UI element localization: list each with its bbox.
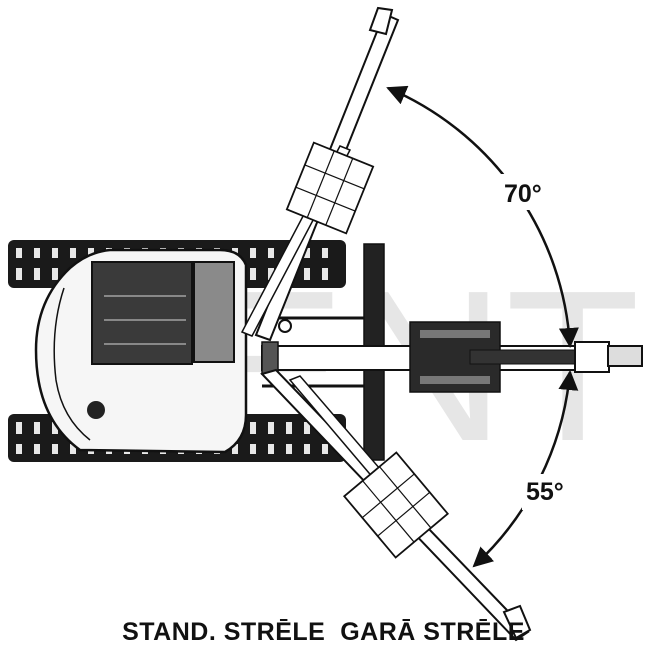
angle-label-lower: 55°: [526, 478, 564, 506]
upper-structure: [34, 248, 248, 454]
caption-long-boom: GARĀ STRĒLE: [340, 618, 525, 646]
angle-label-upper: 70°: [504, 180, 542, 208]
boom-swing-left: [240, 6, 400, 342]
caption-standard-boom: STAND. STRĒLE: [122, 618, 326, 646]
boom-swing-right: [260, 368, 532, 642]
caption: STAND. STRĒLE GARĀ STRĒLE: [0, 618, 647, 647]
